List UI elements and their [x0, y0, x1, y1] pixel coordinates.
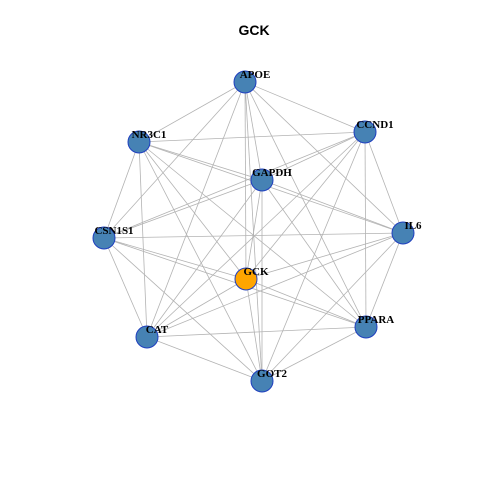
node-label-ppara: PPARA: [358, 314, 395, 326]
node-label-cat: CAT: [146, 324, 169, 336]
edge-gapdh-il6: [261, 179, 404, 234]
edge-cat-got2: [146, 336, 263, 382]
node-gapdh[interactable]: [250, 168, 274, 192]
node-gck[interactable]: [234, 267, 258, 291]
edge-csn1s1-got2: [103, 237, 263, 382]
node-il6[interactable]: [391, 221, 415, 245]
edge-gapdh-cat: [146, 179, 263, 338]
edge-ccnd1-cat: [146, 131, 366, 338]
edge-ccnd1-gck: [245, 131, 366, 280]
node-label-got2: GOT2: [257, 368, 287, 380]
diagram-title: GCK: [238, 22, 269, 38]
edge-gck-ppara: [245, 278, 367, 328]
node-ppara[interactable]: [354, 315, 378, 339]
edge-gapdh-csn1s1: [103, 179, 263, 239]
edge-apoe-ppara: [244, 81, 367, 328]
edge-ccnd1-csn1s1: [103, 131, 366, 239]
node-label-gck: GCK: [243, 266, 269, 278]
node-label-nr3c1: NR3C1: [132, 129, 167, 141]
edge-gck-got2: [245, 278, 263, 382]
node-label-csn1s1: CSN1S1: [94, 225, 133, 237]
edge-apoe-cat: [146, 81, 246, 338]
node-cat[interactable]: [135, 325, 159, 349]
edge-layer: [103, 81, 404, 382]
edge-csn1s1-il6: [103, 232, 404, 239]
edge-nr3c1-il6: [138, 141, 404, 234]
edge-ccnd1-got2: [261, 131, 366, 382]
edge-nr3c1-cat: [138, 141, 148, 338]
edge-nr3c1-gck: [138, 141, 247, 280]
edge-csn1s1-ppara: [103, 237, 367, 328]
edge-csn1s1-cat: [103, 237, 148, 338]
edge-ccnd1-il6: [364, 131, 404, 234]
edge-nr3c1-csn1s1: [103, 141, 140, 239]
edge-gapdh-gck: [245, 179, 263, 280]
node-label-gapdh: GAPDH: [252, 167, 292, 179]
edge-ppara-cat: [146, 326, 367, 338]
node-apoe[interactable]: [233, 70, 257, 94]
node-nr3c1[interactable]: [127, 130, 151, 154]
edge-gck-cat: [146, 278, 247, 338]
edge-ccnd1-ppara: [364, 131, 367, 328]
edge-ccnd1-gapdh: [261, 131, 366, 181]
node-label-apoe: APOE: [240, 69, 271, 81]
edge-apoe-ccnd1: [244, 81, 366, 133]
edge-csn1s1-gck: [103, 237, 247, 280]
edge-nr3c1-gapdh: [138, 141, 263, 181]
node-got2[interactable]: [250, 369, 274, 393]
edge-apoe-csn1s1: [103, 81, 246, 239]
node-label-ccnd1: CCND1: [356, 119, 393, 131]
node-csn1s1[interactable]: [92, 226, 116, 250]
edge-nr3c1-got2: [138, 141, 263, 382]
edge-il6-cat: [146, 232, 404, 338]
edge-il6-got2: [261, 232, 404, 382]
edge-apoe-gapdh: [244, 81, 263, 181]
edge-gapdh-ppara: [261, 179, 367, 328]
edge-il6-ppara: [365, 232, 404, 328]
node-label-il6: IL6: [404, 220, 422, 232]
edge-ppara-got2: [261, 326, 367, 382]
edge-il6-gck: [245, 232, 404, 280]
node-ccnd1[interactable]: [353, 120, 377, 144]
edge-apoe-nr3c1: [138, 81, 246, 143]
node-layer: [92, 70, 415, 393]
edge-ccnd1-nr3c1: [138, 131, 366, 143]
edge-apoe-il6: [244, 81, 404, 234]
edge-nr3c1-ppara: [138, 141, 367, 328]
